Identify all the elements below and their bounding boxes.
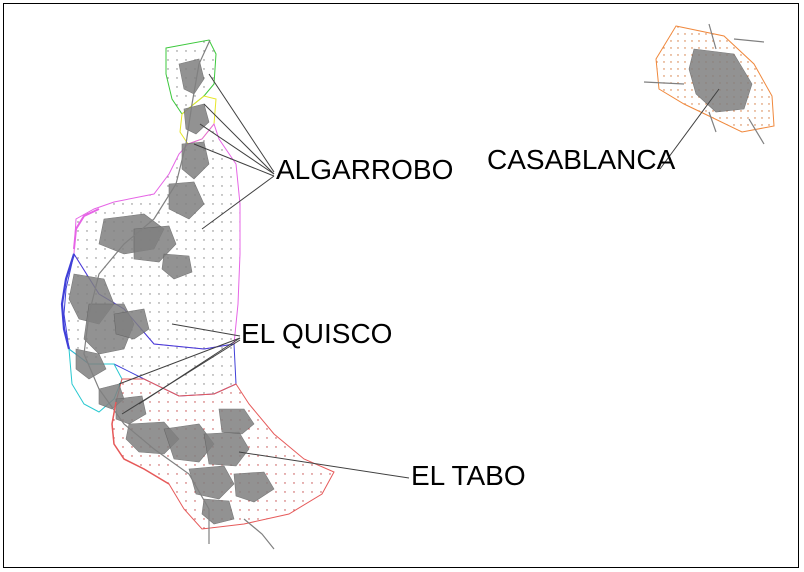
coast-el-quisco bbox=[60, 253, 76, 350]
coast-algarrobo bbox=[73, 208, 100, 250]
coast-el-tabo bbox=[111, 401, 170, 485]
label-algarrobo: ALGARROBO bbox=[276, 154, 454, 185]
label-el-quisco: EL QUISCO bbox=[241, 318, 393, 349]
label-casablanca: CASABLANCA bbox=[487, 144, 676, 175]
commune-map bbox=[60, 23, 775, 550]
leader-lines bbox=[118, 73, 720, 479]
label-el-tabo: EL TABO bbox=[411, 460, 526, 491]
map-frame: ALGARROBO CASABLANCA EL QUISCO EL TABO bbox=[3, 3, 799, 568]
road-network bbox=[83, 23, 765, 550]
